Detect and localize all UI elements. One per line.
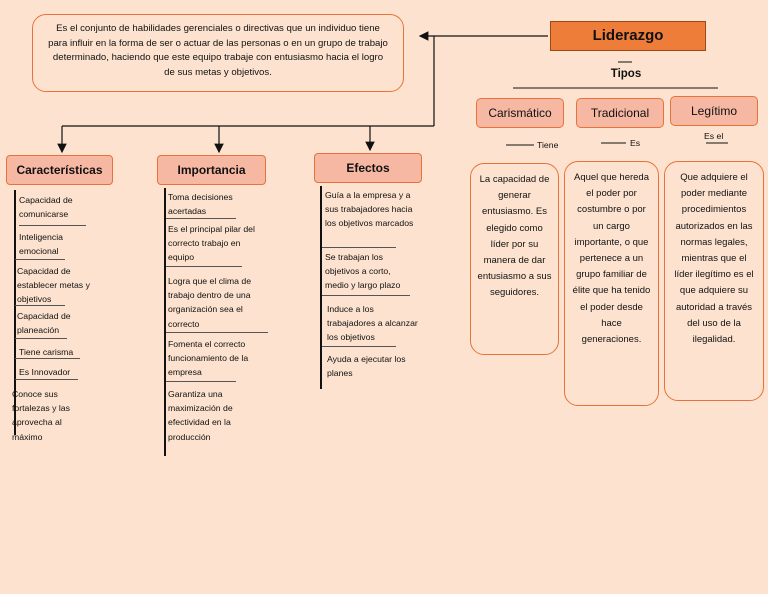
definition-box: Es el conjunto de habilidades gerenciale…: [32, 14, 404, 92]
efectos-item: Induce a los trabajadores a alcanzar los…: [327, 304, 418, 343]
importancia-item: Garantiza una maximización de efectivida…: [168, 389, 233, 442]
caracteristica-item: Inteligencia emocional: [19, 232, 63, 257]
connector-es: Es: [630, 138, 641, 148]
connector-es-el: Es el: [704, 131, 724, 141]
description-tradicional: Aquel que hereda el poder por costumbre …: [564, 161, 659, 406]
branch-importancia: Importancia: [157, 155, 266, 185]
caracteristica-item: Es Innovador: [19, 367, 71, 377]
caracteristicas-line: [14, 190, 16, 435]
caracteristica-item: Capacidad de planeación: [17, 311, 71, 336]
importancia-item: Es el principal pilar del correcto traba…: [168, 224, 255, 263]
title-box: Liderazgo: [550, 21, 706, 51]
efectos-item: Se trabajan los objetivos a corto, medio…: [325, 252, 401, 291]
caracteristica-item: Conoce sus fortalezas y las aprovecha al…: [12, 389, 70, 442]
type-box-tradicional: Tradicional: [576, 98, 664, 128]
branch-efectos: Efectos: [314, 153, 422, 183]
importancia-item: Toma decisiones acertadas: [168, 192, 233, 217]
type-box-legitimo: Legítimo: [670, 96, 758, 126]
type-box-carismatico: Carismático: [476, 98, 564, 128]
tipos-label: Tipos: [610, 68, 642, 80]
importancia-item: Logra que el clima de trabajo dentro de …: [168, 276, 252, 329]
efectos-line: [320, 186, 322, 389]
connector-tiene: Tiene: [537, 140, 559, 150]
caracteristica-item: Capacidad de comunicarse: [19, 195, 73, 220]
efectos-item: Ayuda a ejecutar los planes: [327, 354, 406, 379]
description-legitimo: Que adquiere el poder mediante procedimi…: [664, 161, 764, 401]
caracteristica-item: Capacidad de establecer metas y objetivo…: [17, 266, 90, 305]
efectos-item: Guía a la empresa y a sus trabajadores h…: [325, 190, 414, 229]
importancia-item: Fomenta el correcto funcionamiento de la…: [168, 339, 249, 378]
description-carismatico: La capacidad de generar entusiasmo. Es e…: [470, 163, 559, 355]
importancia-line: [164, 188, 166, 456]
definition-text: Es el conjunto de habilidades gerenciale…: [48, 23, 388, 78]
caracteristica-item: Tiene carisma: [19, 347, 74, 357]
branch-caracteristicas: Características: [6, 155, 113, 185]
